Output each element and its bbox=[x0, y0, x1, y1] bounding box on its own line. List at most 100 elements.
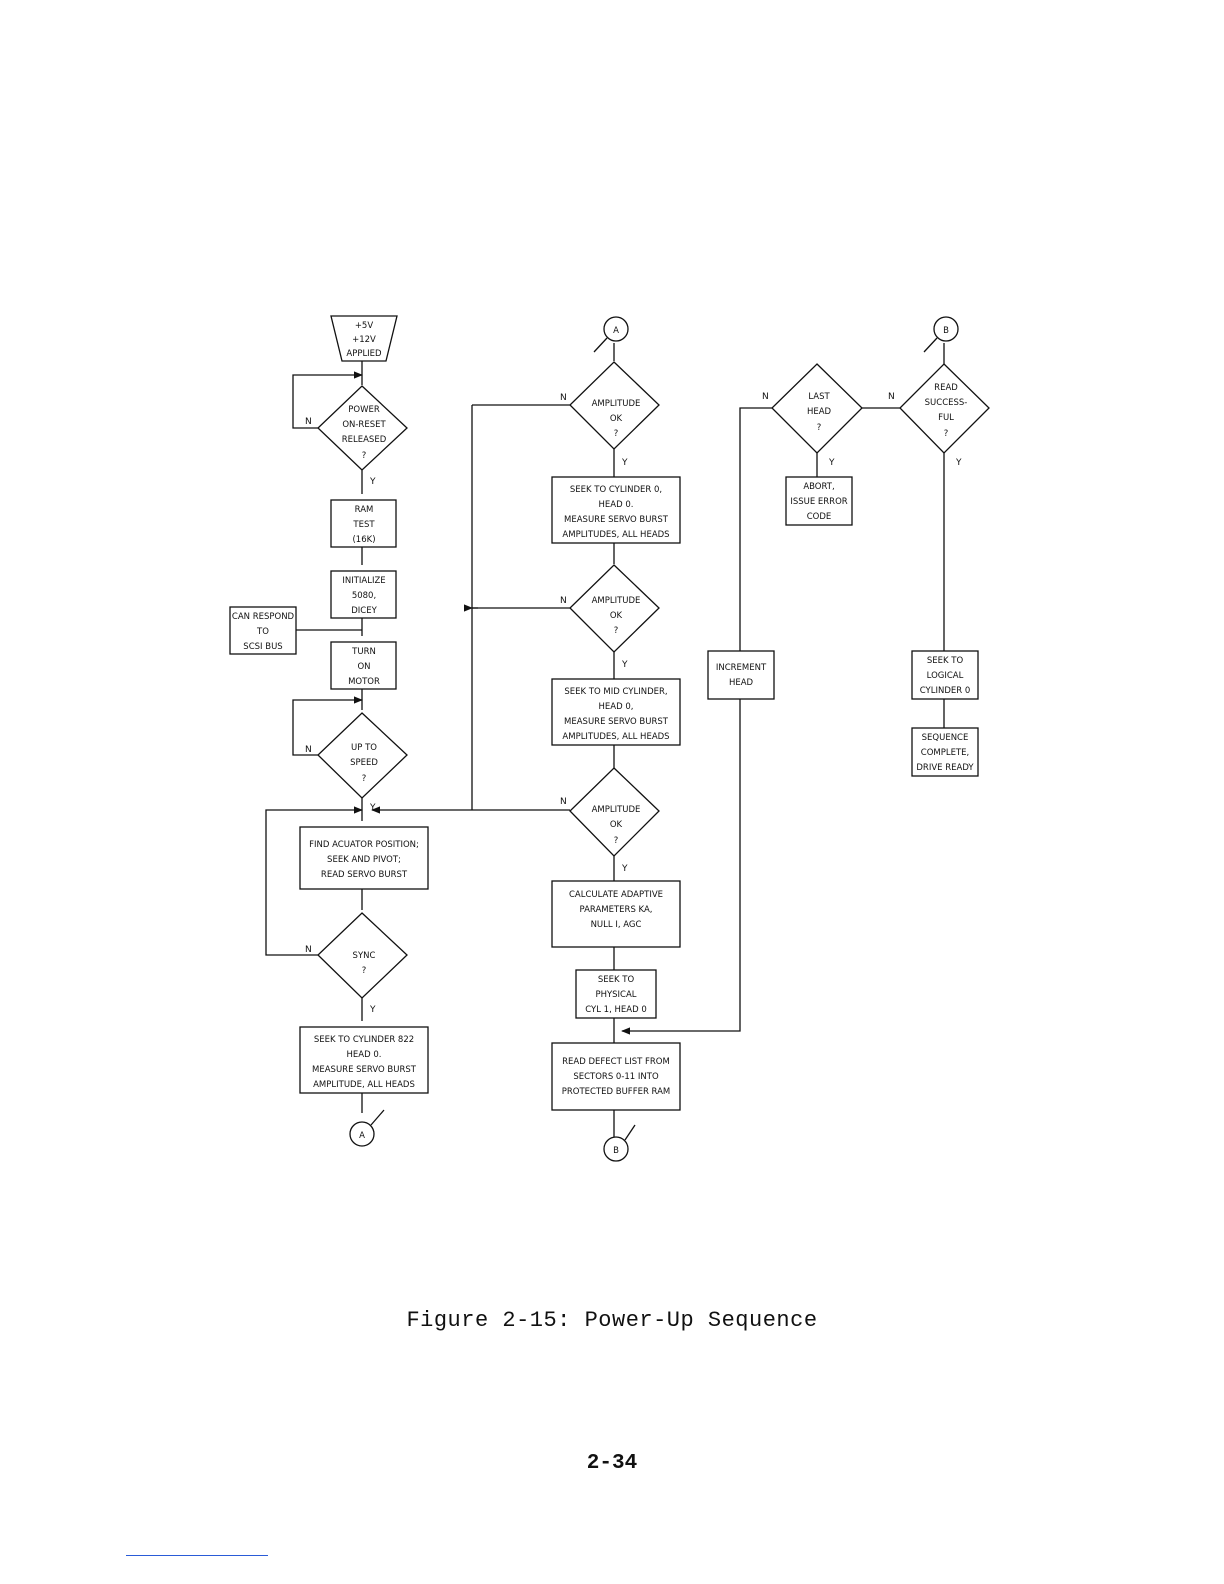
footnote-rule bbox=[126, 1555, 268, 1556]
no-label: N bbox=[560, 797, 567, 807]
svg-text:?: ? bbox=[614, 626, 619, 636]
svg-text:READ: READ bbox=[934, 383, 958, 393]
svg-text:AMPLITUDES, ALL HEADS: AMPLITUDES, ALL HEADS bbox=[562, 530, 669, 540]
svg-text:HEAD 0,: HEAD 0, bbox=[599, 702, 634, 712]
svg-text:CALCULATE ADAPTIVE: CALCULATE ADAPTIVE bbox=[569, 890, 663, 900]
svg-text:DRIVE READY: DRIVE READY bbox=[916, 763, 974, 773]
svg-text:?: ? bbox=[614, 429, 619, 439]
yes-label: Y bbox=[369, 1005, 376, 1015]
no-label: N bbox=[305, 417, 312, 427]
node-seek-mid-cylinder: SEEK TO MID CYLINDER, HEAD 0, MEASURE SE… bbox=[551, 678, 681, 746]
svg-text:SEEK TO MID CYLINDER,: SEEK TO MID CYLINDER, bbox=[564, 687, 667, 697]
node-increment-head: INCREMENT HEAD bbox=[707, 650, 775, 700]
svg-text:?: ? bbox=[944, 429, 949, 439]
svg-text:?: ? bbox=[362, 774, 367, 784]
svg-text:DICEY: DICEY bbox=[351, 606, 377, 616]
svg-text:+12V: +12V bbox=[352, 335, 376, 345]
node-sequence-complete: SEQUENCE COMPLETE, DRIVE READY bbox=[911, 727, 979, 777]
svg-text:CAN RESPOND: CAN RESPOND bbox=[232, 612, 295, 622]
connector-b-in: B bbox=[923, 316, 959, 353]
svg-text:RAM: RAM bbox=[355, 505, 374, 515]
svg-text:B: B bbox=[613, 1146, 619, 1156]
svg-text:INITIALIZE: INITIALIZE bbox=[342, 576, 385, 586]
svg-text:FIND ACUATOR POSITION;: FIND ACUATOR POSITION; bbox=[309, 840, 419, 850]
node-seek-cylinder-0: SEEK TO CYLINDER 0, HEAD 0. MEASURE SERV… bbox=[551, 476, 681, 544]
svg-text:CODE: CODE bbox=[807, 512, 832, 522]
svg-text:APPLIED: APPLIED bbox=[346, 349, 382, 359]
connector-a-out: A bbox=[349, 1109, 385, 1147]
svg-text:PROTECTED BUFFER RAM: PROTECTED BUFFER RAM bbox=[562, 1087, 671, 1097]
svg-text:?: ? bbox=[362, 966, 367, 976]
svg-text:SEEK TO CYLINDER 0,: SEEK TO CYLINDER 0, bbox=[570, 485, 662, 495]
svg-text:SYNC: SYNC bbox=[353, 951, 376, 961]
svg-text:POWER: POWER bbox=[348, 405, 380, 415]
svg-text:SUCCESS-: SUCCESS- bbox=[925, 398, 968, 408]
svg-text:HEAD 0.: HEAD 0. bbox=[347, 1050, 382, 1060]
svg-text:HEAD: HEAD bbox=[729, 678, 754, 688]
svg-text:ABORT,: ABORT, bbox=[803, 482, 834, 492]
svg-text:PARAMETERS KA,: PARAMETERS KA, bbox=[580, 905, 653, 915]
yes-label: Y bbox=[621, 864, 628, 874]
svg-text:MEASURE SERVO BURST: MEASURE SERVO BURST bbox=[564, 515, 669, 525]
svg-text:SEEK AND PIVOT;: SEEK AND PIVOT; bbox=[327, 855, 401, 865]
svg-text:ON-RESET: ON-RESET bbox=[342, 420, 386, 430]
svg-text:FUL: FUL bbox=[938, 413, 954, 423]
svg-text:AMPLITUDE: AMPLITUDE bbox=[592, 399, 641, 409]
svg-text:5080,: 5080, bbox=[352, 591, 376, 601]
svg-text:OK: OK bbox=[610, 414, 623, 424]
svg-text:READ SERVO BURST: READ SERVO BURST bbox=[321, 870, 408, 880]
svg-text:?: ? bbox=[614, 836, 619, 846]
svg-text:SEQUENCE: SEQUENCE bbox=[922, 733, 969, 743]
svg-text:ON: ON bbox=[357, 662, 370, 672]
decision-read-successful: READ SUCCESS- FUL ? Y bbox=[899, 363, 990, 468]
svg-text:ISSUE ERROR: ISSUE ERROR bbox=[790, 497, 847, 507]
svg-text:PHYSICAL: PHYSICAL bbox=[595, 990, 636, 1000]
svg-text:SECTORS 0-11 INTO: SECTORS 0-11 INTO bbox=[573, 1072, 659, 1082]
svg-text:UP TO: UP TO bbox=[351, 743, 377, 753]
svg-text:NULL I, AGC: NULL I, AGC bbox=[591, 920, 642, 930]
figure-caption: Figure 2-15: Power-Up Sequence bbox=[406, 1308, 818, 1333]
decision-amplitude-ok-2: AMPLITUDE OK ? N Y bbox=[560, 564, 660, 670]
svg-text:MEASURE SERVO BURST: MEASURE SERVO BURST bbox=[564, 717, 669, 727]
svg-text:OK: OK bbox=[610, 611, 623, 621]
yes-label: Y bbox=[955, 458, 962, 468]
svg-text:OK: OK bbox=[610, 820, 623, 830]
node-power-applied: +5V +12V APPLIED bbox=[330, 315, 398, 362]
node-turn-on-motor: TURN ON MOTOR bbox=[330, 641, 397, 690]
no-label: N bbox=[560, 596, 567, 606]
decision-amplitude-ok-1: AMPLITUDE OK ? N Y bbox=[560, 361, 660, 468]
svg-text:LAST: LAST bbox=[808, 392, 830, 402]
connector-b-out: B bbox=[603, 1124, 636, 1162]
decision-last-head: LAST HEAD ? N Y N bbox=[762, 363, 895, 468]
node-can-respond: CAN RESPOND TO SCSI BUS bbox=[229, 606, 297, 655]
svg-text:HEAD 0.: HEAD 0. bbox=[599, 500, 634, 510]
svg-text:INCREMENT: INCREMENT bbox=[716, 663, 767, 673]
no-label: N bbox=[305, 945, 312, 955]
svg-text:RELEASED: RELEASED bbox=[342, 435, 387, 445]
svg-text:TO: TO bbox=[256, 627, 269, 637]
yes-label: Y bbox=[621, 458, 628, 468]
no-label: N bbox=[560, 393, 567, 403]
svg-text:?: ? bbox=[817, 423, 822, 433]
svg-text:B: B bbox=[943, 326, 949, 336]
svg-text:SCSI BUS: SCSI BUS bbox=[243, 642, 282, 652]
node-seek-cylinder-822: SEEK TO CYLINDER 822 HEAD 0. MEASURE SER… bbox=[299, 1026, 429, 1094]
svg-text:MOTOR: MOTOR bbox=[348, 677, 380, 687]
node-calculate-adaptive: CALCULATE ADAPTIVE PARAMETERS KA, NULL I… bbox=[551, 880, 681, 948]
svg-text:TEST: TEST bbox=[352, 520, 375, 530]
decision-sync: SYNC ? N Y bbox=[305, 912, 408, 1015]
decision-amplitude-ok-3: AMPLITUDE OK ? N Y bbox=[560, 767, 660, 874]
svg-text:READ DEFECT LIST FROM: READ DEFECT LIST FROM bbox=[562, 1057, 670, 1067]
no-label: N bbox=[305, 745, 312, 755]
decision-power-on-reset: POWER ON-RESET RELEASED ? N Y bbox=[305, 385, 408, 487]
svg-text:+5V: +5V bbox=[355, 321, 374, 331]
node-find-actuator: FIND ACUATOR POSITION; SEEK AND PIVOT; R… bbox=[299, 826, 429, 890]
svg-text:AMPLITUDE, ALL HEADS: AMPLITUDE, ALL HEADS bbox=[313, 1080, 415, 1090]
node-read-defect-list: READ DEFECT LIST FROM SECTORS 0-11 INTO … bbox=[551, 1042, 681, 1111]
svg-text:SEEK TO CYLINDER 822: SEEK TO CYLINDER 822 bbox=[314, 1035, 414, 1045]
yes-label: Y bbox=[828, 458, 835, 468]
connector-a-in: A bbox=[593, 316, 629, 353]
flow-lines bbox=[265, 343, 945, 1138]
page-number: 2-34 bbox=[586, 1452, 638, 1475]
